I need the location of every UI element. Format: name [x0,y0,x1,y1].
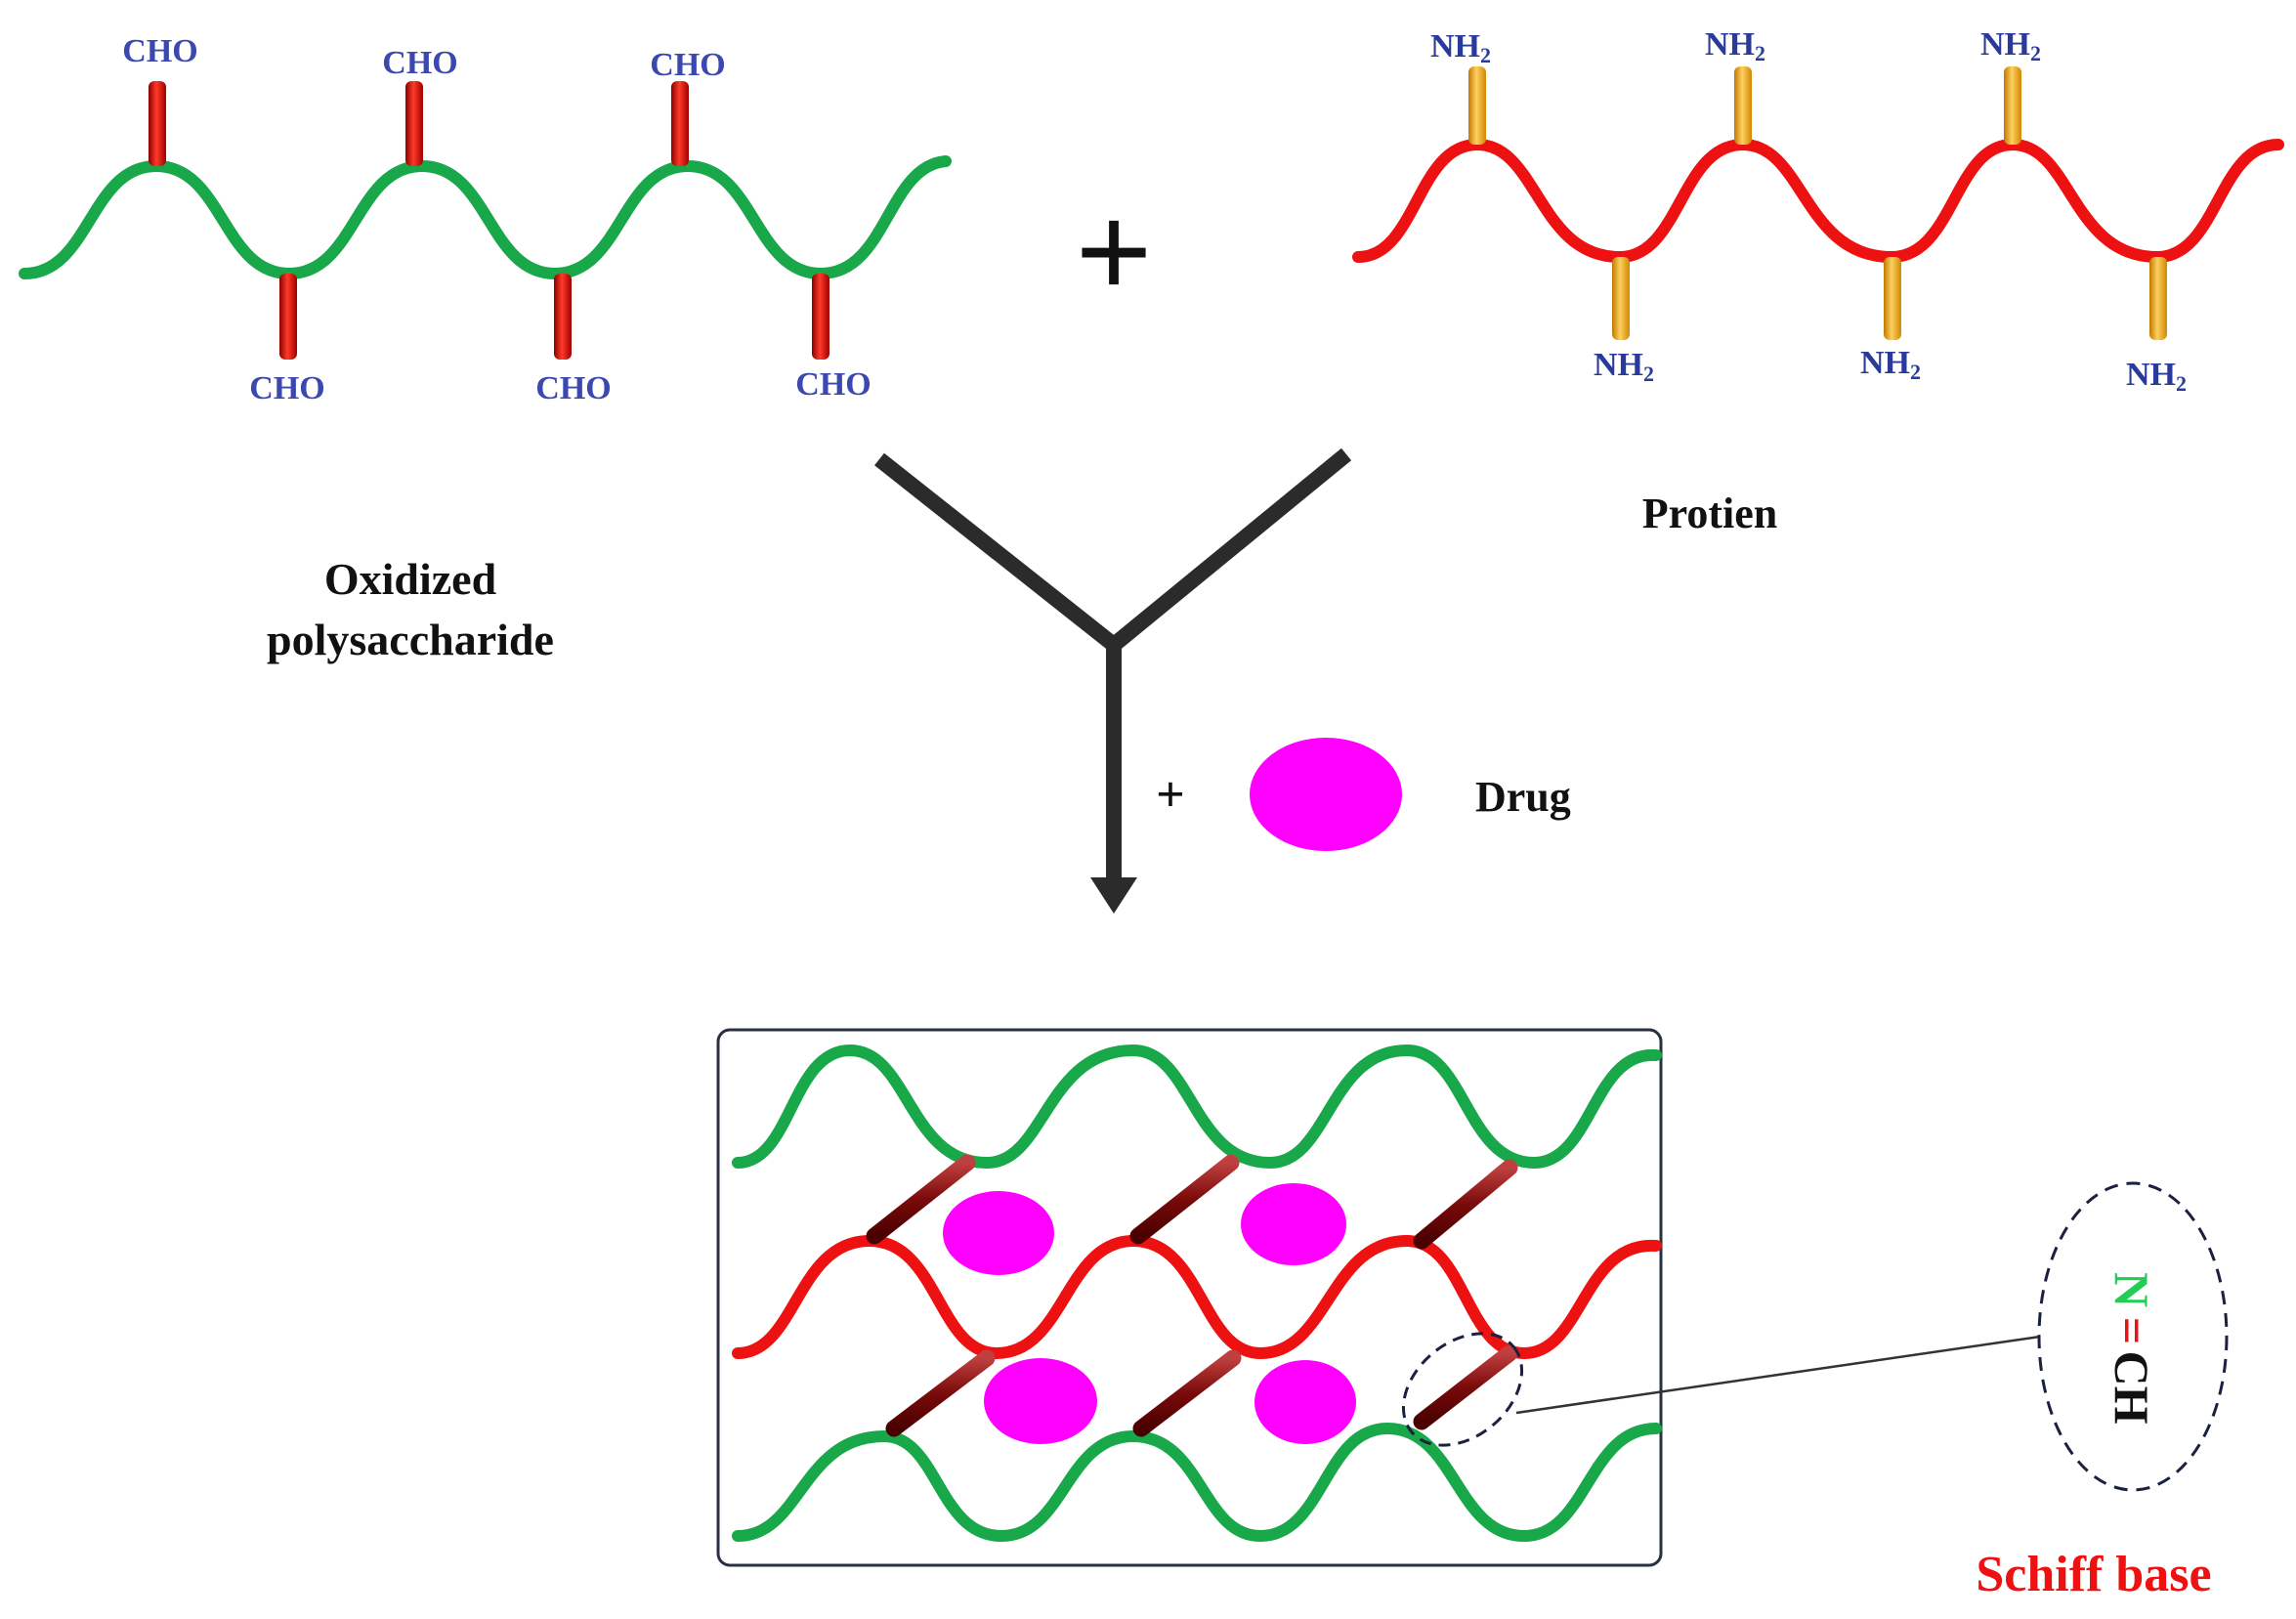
oxidized-polysaccharide-label: Oxidized [324,554,497,604]
schiff-base-zoom [2037,1181,2229,1492]
cho-label: CHO [650,47,725,83]
schiff-base-highlight [1401,1332,1524,1447]
cho-rod [405,81,423,166]
cho-label: CHO [249,370,324,406]
polysaccharide-chain [19,155,952,280]
protein-label: Protien [1642,490,1778,537]
nh2-rod [1612,257,1630,340]
crosslink-rod [1413,1344,1518,1430]
imine-bond-formula: N = CH [2105,1272,2159,1425]
cho-rod [149,81,166,166]
crosslink-rod [885,1349,996,1437]
cho-rod [279,274,297,360]
arrow-head [1090,877,1137,914]
oxidized-polysaccharide-label: polysaccharide [267,615,554,664]
imine-ch: CH [2105,1351,2159,1425]
drug-label: Drug [1475,773,1571,821]
protein-chain [732,1234,1662,1360]
nh2-rod [2149,257,2167,340]
nh2-rod [1468,66,1486,145]
nh2-label: NH2 [1860,345,1921,384]
nh2-rod [2004,66,2021,145]
nh2-label: NH2 [2126,357,2187,396]
cho-rod [812,274,829,360]
nh2-label: NH2 [1594,347,1654,386]
crosslink-rod [1132,1349,1242,1437]
drug-particle [943,1191,1054,1275]
polysaccharide-chain [732,1422,1662,1543]
crosslink-rod [866,1154,976,1245]
cho-label: CHO [535,370,611,406]
imine-double-bond: = [2105,1317,2159,1345]
cho-label: CHO [795,366,871,403]
protein-chain [1352,138,2284,264]
drug-particle [984,1358,1097,1444]
hydrogel-network [716,1028,1663,1567]
nh2-label: NH2 [1980,26,2041,65]
schiff-base-label: Schiff base [1976,1547,2211,1602]
cho-rod [671,81,689,166]
nh2-rod [1884,257,1901,340]
drug-particle [1254,1360,1356,1444]
protein-group: NH2 NH2 NH2 NH2 NH2 NH2 [1352,26,2284,396]
drug-icon [1250,738,1402,851]
plus-sign: + [1075,177,1153,328]
nh2-rod [1734,66,1752,145]
cho-label: CHO [382,45,457,81]
drug-particle [1241,1183,1346,1265]
nh2-label: NH2 [1705,26,1765,65]
imine-n: N [2105,1272,2159,1307]
cho-rod [554,274,572,360]
polysaccharide-group: CHO CHO CHO CHO CHO CHO [19,33,952,406]
polysaccharide-chain [732,1044,1662,1170]
nh2-label: NH2 [1430,28,1491,67]
plus-drug-sign: + [1156,767,1185,823]
reaction-arrow [874,447,1352,914]
cho-label: CHO [122,33,197,69]
crosslink-rod [1129,1154,1240,1245]
crosslink-rod [1413,1159,1518,1250]
network-frame [716,1028,1663,1567]
callout-line [1515,1335,2041,1415]
